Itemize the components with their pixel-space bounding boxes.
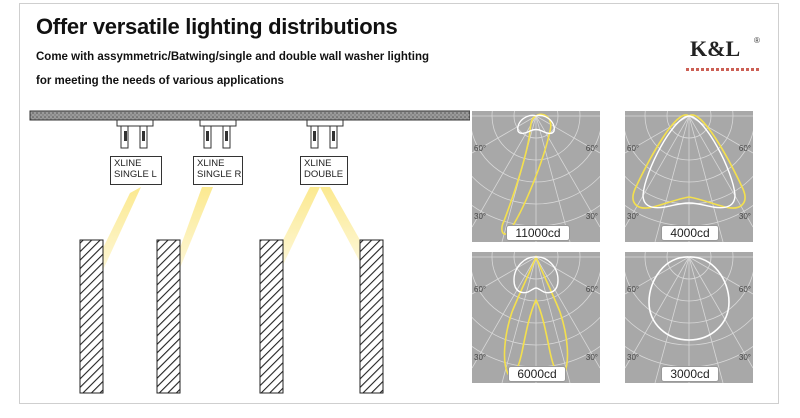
fixture-double <box>306 119 344 149</box>
curve-white <box>517 114 555 134</box>
beam-double-right <box>320 187 360 262</box>
page-title: Offer versatile lighting distributions <box>36 14 398 39</box>
polar-grid <box>425 5 647 243</box>
angle-left-60: 60° <box>627 144 640 153</box>
polar-grid <box>578 146 800 384</box>
curve-yellow <box>632 114 746 209</box>
candela-label: 11000cd <box>506 225 570 241</box>
polar-panel-11000cd: 60° 60° 30° 30° 11000cd <box>425 5 647 243</box>
angle-right-60: 60° <box>585 144 598 153</box>
angle-left-60: 60° <box>474 285 487 294</box>
angle-right-60: 60° <box>738 144 751 153</box>
polar-panel-4000cd: 60° 60° 30° 30° 4000cd <box>578 5 800 243</box>
candela-label: 6000cd <box>508 366 566 382</box>
candela-label: 3000cd <box>661 366 719 382</box>
polar-grid <box>578 5 800 243</box>
angle-left-60: 60° <box>474 144 487 153</box>
angle-right-30: 30° <box>738 212 751 221</box>
angle-left-60: 60° <box>627 285 640 294</box>
curve-yellow <box>503 254 569 376</box>
beam-single-r <box>180 187 213 268</box>
angle-right-30: 30° <box>738 353 751 362</box>
wall-1 <box>79 239 104 394</box>
logo-text: K&L <box>690 36 741 61</box>
polar-panel-3000cd: 60° 60° 30° 30° 3000cd <box>578 146 800 384</box>
subtitle-line-2: for meeting the needs of various applica… <box>36 75 284 87</box>
angle-left-30: 30° <box>627 212 640 221</box>
angle-left-30: 30° <box>627 353 640 362</box>
curve-white <box>648 256 730 341</box>
fixture-label-single-l: XLINE SINGLE L <box>110 156 162 185</box>
outer-frame <box>19 3 779 404</box>
ceiling <box>29 110 470 121</box>
fixture-label-single-r: XLINE SINGLE R <box>193 156 243 185</box>
fixture-single-r <box>199 119 237 149</box>
fixture-label-line1: XLINE <box>197 158 225 169</box>
angle-right-60: 60° <box>585 285 598 294</box>
angle-right-60: 60° <box>738 285 751 294</box>
polar-panel-6000cd: 60° 60° 30° 30° 6000cd <box>425 146 647 384</box>
curve-white <box>513 256 559 294</box>
angle-right-30: 30° <box>585 353 598 362</box>
fixture-label-line1: XLINE <box>304 158 332 169</box>
angle-right-30: 30° <box>585 212 598 221</box>
candela-label: 4000cd <box>661 225 719 241</box>
logo-underline <box>686 68 760 71</box>
fixture-label-line2: SINGLE L <box>114 169 157 180</box>
wall-washer-scene <box>29 110 470 394</box>
wall-2 <box>156 239 181 394</box>
angle-left-30: 30° <box>474 353 487 362</box>
beam-single-l <box>103 187 141 270</box>
beam-double-left <box>283 187 320 265</box>
fixture-label-double: XLINE DOUBLE <box>300 156 348 185</box>
fixture-label-line2: DOUBLE <box>304 169 344 180</box>
polar-grid <box>425 146 647 384</box>
wall-4 <box>359 239 384 394</box>
subtitle-line-1: Come with assymmetric/Batwing/single and… <box>36 51 429 63</box>
registered-mark: ® <box>754 36 760 45</box>
fixture-label-line1: XLINE <box>114 158 142 169</box>
curve-white <box>642 115 736 209</box>
fixture-label-line2: SINGLE R <box>197 169 242 180</box>
fixture-single-l <box>116 119 154 149</box>
angle-left-30: 30° <box>474 212 487 221</box>
brand-logo: K&L ® <box>678 36 768 78</box>
wall-3 <box>259 239 284 394</box>
